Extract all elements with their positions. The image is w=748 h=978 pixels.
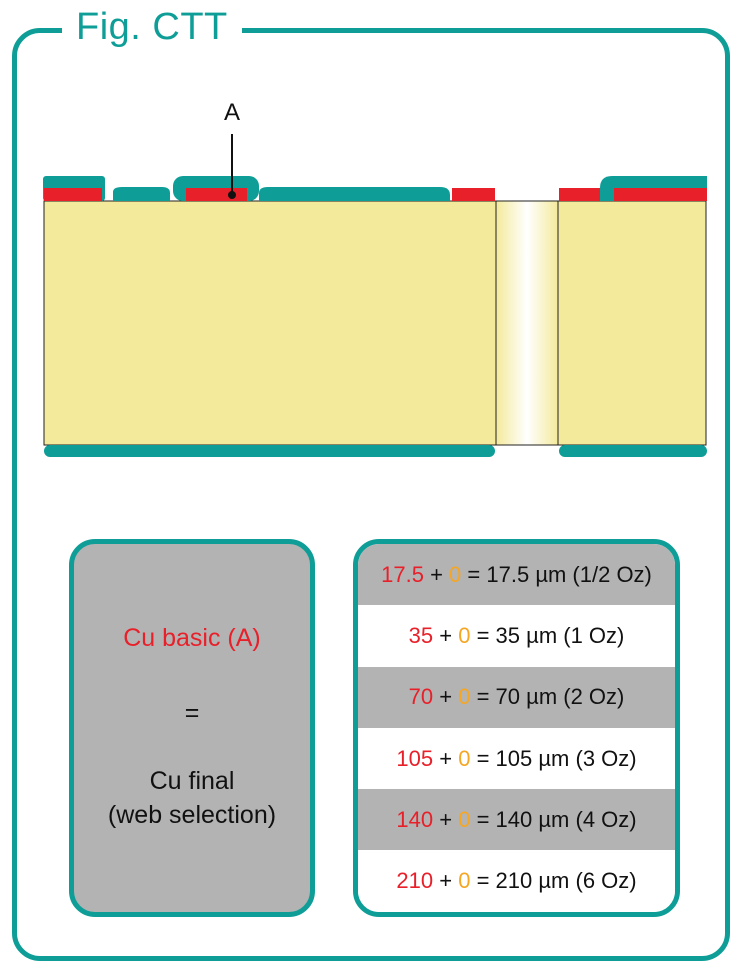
bottom-copper-right [559,445,707,457]
basic-value: 17.5 [381,561,424,587]
cu-final-label: Cu final (web selection) [74,764,310,832]
cu-basic-label: Cu basic (A) [123,624,261,652]
thickness-table: 17.5 + 0 = 17.5 µm (1/2 Oz) 35 + 0 = 35 … [353,539,680,917]
plus-sign: + [439,622,453,648]
table-row: 140 + 0 = 140 µm (4 Oz) [358,789,675,851]
added-value: 0 [458,868,471,894]
table-row: 70 + 0 = 70 µm (2 Oz) [358,666,675,728]
figure-title: Fig. CTT [62,4,242,50]
cu-final-line2: (web selection) [107,801,277,829]
result-value: = 210 µm (6 Oz) [476,868,637,894]
basic-copper-4 [559,188,600,201]
result-value: = 17.5 µm (1/2 Oz) [467,561,652,587]
substrate-right [557,200,707,446]
plus-sign: + [430,561,443,587]
cu-final-line1: Cu final [149,767,235,795]
result-value: = 105 µm (3 Oz) [476,745,637,771]
formula-box: Cu basic (A) = Cu final (web selection) [69,539,315,917]
basic-value: 140 [396,806,434,832]
added-value: 0 [458,806,471,832]
basic-value: 35 [408,622,434,648]
bottom-copper-left [44,445,495,457]
basic-value: 210 [396,868,434,894]
plus-sign: + [439,684,453,710]
result-value: = 35 µm (1 Oz) [476,622,625,648]
basic-copper-a [186,188,247,201]
basic-copper-3 [452,188,495,201]
plus-sign: + [439,806,453,832]
table-row: 17.5 + 0 = 17.5 µm (1/2 Oz) [358,544,675,606]
result-value: = 70 µm (2 Oz) [476,684,625,710]
basic-value: 105 [396,745,434,771]
basic-value: 70 [408,684,434,710]
equals-sign: = [184,699,200,727]
added-value: 0 [458,622,471,648]
callout-dot [228,191,236,199]
basic-copper-5 [614,188,707,201]
figure-frame [12,28,730,961]
added-value: 0 [458,684,471,710]
result-value: = 140 µm (4 Oz) [476,806,637,832]
cross-section-svg [43,134,707,457]
top-layer-bridge [113,187,170,201]
via-hole [495,200,559,446]
pcb-cross-section: A [43,99,707,457]
plus-sign: + [439,745,453,771]
plus-sign: + [439,868,453,894]
added-value: 0 [458,745,471,771]
top-layer-trace [259,187,450,201]
basic-copper-1 [44,188,102,201]
added-value: 0 [449,561,462,587]
callout-label-a: A [223,99,240,126]
substrate-left [43,200,497,446]
table-row: 105 + 0 = 105 µm (3 Oz) [358,727,675,790]
table-row: 210 + 0 = 210 µm (6 Oz) [358,850,675,912]
table-row: 35 + 0 = 35 µm (1 Oz) [358,605,675,667]
